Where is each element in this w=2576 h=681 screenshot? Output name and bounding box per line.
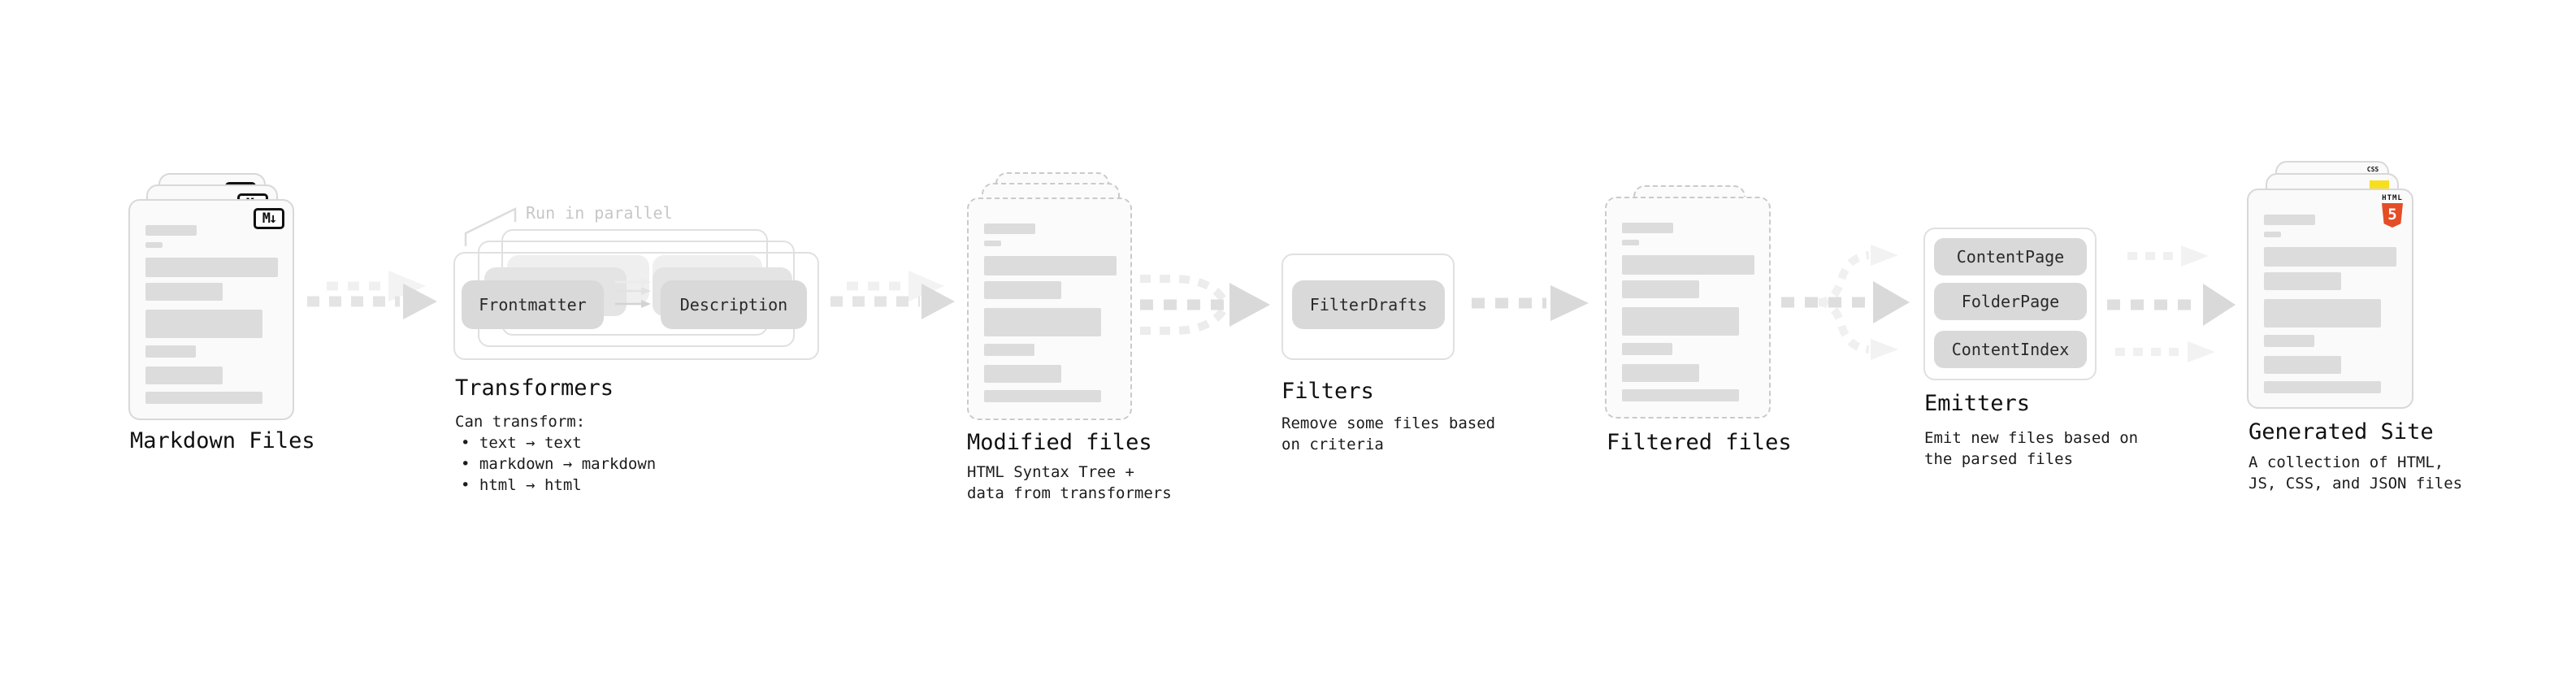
transformers-label: Transformers [455, 375, 614, 401]
js-icon [2370, 180, 2389, 189]
generated-site-label: Generated Site [2249, 419, 2434, 445]
description-pill: Description [661, 280, 807, 329]
markdown-file-card-front: M↓ [128, 199, 294, 420]
run-in-parallel-note: Run in parallel [526, 203, 673, 223]
folderpage-pill: FolderPage [1934, 283, 2087, 320]
transformer-box-front [453, 252, 819, 360]
desc-bullet: • markdown → markdown [461, 455, 657, 473]
arrow-transformers-to-modified [830, 271, 955, 319]
arrow-markdown-to-transformers [307, 271, 437, 319]
contentpage-pill: ContentPage [1934, 238, 2087, 275]
desc-line: Can transform: [455, 413, 586, 431]
markdown-files-label: Markdown Files [130, 428, 315, 453]
doc-lines [145, 225, 278, 404]
parallel-arrows [615, 278, 651, 308]
desc-line: HTML Syntax Tree + [967, 463, 1134, 481]
filtered-file-card-front [1605, 197, 1771, 419]
html5-icon: HTML 5 [2380, 194, 2405, 228]
filters-label: Filters [1281, 379, 1374, 404]
modified-file-card-front [967, 197, 1132, 420]
desc-line: Remove some files based [1281, 414, 1496, 432]
modified-files-description: HTML Syntax Tree + data from transformer… [967, 462, 1172, 504]
frontmatter-pill: Frontmatter [462, 280, 604, 329]
desc-line: A collection of HTML, [2249, 453, 2444, 471]
transformers-description: Can transform: • text → text • markdown … [455, 411, 656, 496]
doc-lines [2264, 215, 2396, 393]
doc-lines [1622, 223, 1754, 401]
desc-line: Emit new files based on [1924, 429, 2139, 447]
desc-line: on criteria [1281, 436, 1384, 453]
desc-bullet: • text → text [461, 434, 582, 452]
generated-site-description: A collection of HTML, JS, CSS, and JSON … [2249, 452, 2462, 494]
arrow-filtered-to-emitters-fanout [1781, 245, 1910, 360]
modified-files-label: Modified files [967, 430, 1152, 455]
doc-lines [984, 223, 1117, 402]
arrow-emitters-to-site-triple [2107, 245, 2236, 362]
note-leader-line [464, 206, 517, 246]
markdown-icon: M↓ [254, 208, 284, 229]
emitters-description: Emit new files based on the parsed files [1924, 427, 2138, 470]
filtered-files-label: Filtered files [1607, 430, 1792, 455]
site-file-card-html: HTML 5 [2247, 189, 2413, 409]
desc-line: the parsed files [1924, 450, 2074, 468]
desc-bullet: • html → html [461, 476, 582, 494]
arrow-modified-to-filters-merge [1140, 275, 1270, 335]
filterdrafts-pill: FilterDrafts [1292, 280, 1445, 329]
filters-description: Remove some files based on criteria [1281, 413, 1495, 455]
emitters-label: Emitters [1924, 391, 2031, 416]
desc-line: JS, CSS, and JSON files [2249, 475, 2463, 492]
contentindex-pill: ContentIndex [1934, 331, 2087, 368]
arrow-filters-to-filtered [1472, 285, 1589, 321]
desc-line: data from transformers [967, 484, 1172, 502]
